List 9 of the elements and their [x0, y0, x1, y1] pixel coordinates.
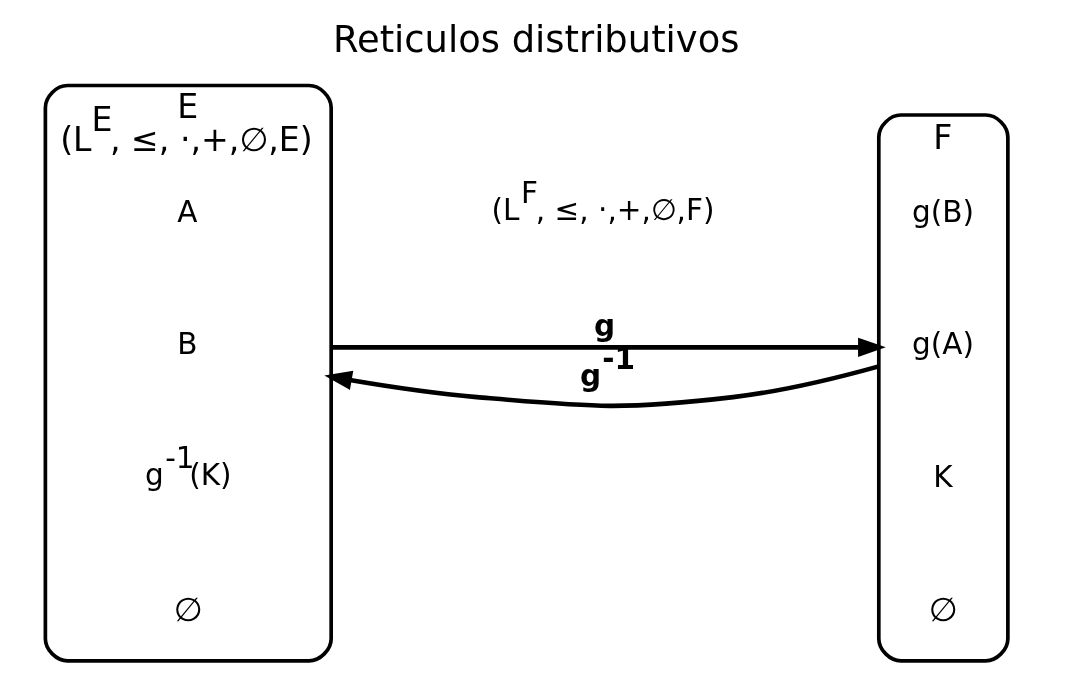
arrow — [323, 364, 879, 409]
node-text: g(A) — [911, 327, 974, 362]
node-text: A — [176, 194, 197, 229]
node-text: K — [932, 460, 953, 495]
arrow — [330, 337, 886, 358]
diagram-title: Reticulos distributivos — [332, 18, 739, 62]
edge-label: g — [593, 308, 615, 343]
node-text: g(B) — [911, 194, 974, 229]
node-text: B — [176, 327, 197, 362]
